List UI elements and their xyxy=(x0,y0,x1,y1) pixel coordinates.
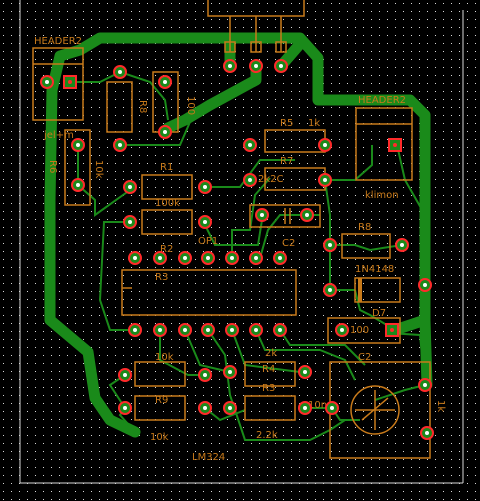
r10-label: R3 xyxy=(262,383,275,394)
pad-hole xyxy=(158,256,162,260)
component-pads xyxy=(40,59,434,440)
pad-hole xyxy=(328,288,332,292)
pad-hole xyxy=(118,143,122,147)
pad-hole xyxy=(248,178,252,182)
pad-hole xyxy=(248,143,252,147)
header-left-label: HEADER2 xyxy=(34,36,82,47)
pad-hole xyxy=(328,243,332,247)
pad-hole xyxy=(423,283,427,287)
op1-label: OP1 xyxy=(198,236,218,247)
pad-hole xyxy=(278,328,282,332)
pad-hole xyxy=(128,185,132,189)
pad-hole xyxy=(425,431,429,435)
pad-hole xyxy=(230,328,234,332)
pad-hole xyxy=(400,243,404,247)
pad-hole xyxy=(254,64,258,68)
pad-hole xyxy=(279,64,283,68)
header-right-label: HEADER2 xyxy=(358,95,406,106)
pad-hole xyxy=(305,213,309,217)
pad-hole xyxy=(254,256,258,260)
header-right-outline xyxy=(355,107,413,181)
pad-hole xyxy=(206,256,210,260)
small-label-4: 10k xyxy=(93,160,104,179)
r5-label: R5 xyxy=(280,118,293,129)
pad-hole xyxy=(203,406,207,410)
jack-right-label: klimon xyxy=(365,190,399,201)
pad-hole xyxy=(423,383,427,387)
res-value: 100 xyxy=(350,325,369,336)
r9-value: 10k xyxy=(155,352,174,363)
r10-value: 2.2k xyxy=(256,430,278,441)
r9-label: R9 xyxy=(155,395,168,406)
r4-value: 2k xyxy=(265,348,277,359)
small-label-1: R8 xyxy=(137,100,148,113)
pad-hole xyxy=(228,64,232,68)
chip-label: LM324 xyxy=(192,452,225,463)
pad-hole xyxy=(133,328,137,332)
pad-hole xyxy=(323,143,327,147)
r8-label: R8 xyxy=(358,222,371,233)
pad-hole xyxy=(203,220,207,224)
pad-hole xyxy=(203,185,207,189)
pad-hole xyxy=(76,143,80,147)
pad-hole xyxy=(206,328,210,332)
pad-hole xyxy=(340,328,344,332)
pad-hole xyxy=(45,80,49,84)
pad-hole xyxy=(390,328,394,332)
pad-hole xyxy=(183,256,187,260)
d1-label: 1N4148 xyxy=(355,264,394,275)
r4-label: R4 xyxy=(262,364,275,375)
r2-label: R2 xyxy=(160,244,173,255)
r7-label: R7 xyxy=(280,156,293,167)
chip-outline xyxy=(121,269,297,316)
pad-hole xyxy=(303,406,307,410)
pad-hole xyxy=(68,80,72,84)
r3-label: R3 xyxy=(155,272,168,283)
r1-label: R1 xyxy=(160,162,173,173)
r5-value: 1k xyxy=(308,118,320,129)
pad-hole xyxy=(278,256,282,260)
pad-hole xyxy=(228,406,232,410)
pad-hole xyxy=(118,70,122,74)
pad-hole xyxy=(260,213,264,217)
pad-hole xyxy=(123,373,127,377)
pad-hole xyxy=(393,143,397,147)
header-left-outline xyxy=(32,47,84,121)
jack-left-label: jel+m xyxy=(43,130,74,141)
pad-hole xyxy=(76,183,80,187)
pad-hole xyxy=(303,370,307,374)
pad-hole xyxy=(230,256,234,260)
silkscreen-outlines xyxy=(32,0,431,459)
r1-value: 100k xyxy=(155,198,180,209)
r7-value: 2k2C xyxy=(258,174,284,185)
c2-label: C2 xyxy=(358,352,371,363)
pad-hole xyxy=(158,328,162,332)
cap-value: 10n xyxy=(308,400,327,411)
pad-hole xyxy=(133,256,137,260)
pad-hole xyxy=(254,328,258,332)
r11-value: 10k xyxy=(150,432,169,443)
pad-hole xyxy=(123,406,127,410)
pad-hole xyxy=(183,328,187,332)
d2-label: D7 xyxy=(372,308,386,319)
pad-hole xyxy=(228,370,232,374)
pad-hole xyxy=(323,178,327,182)
small-label-5: 1k xyxy=(435,400,446,412)
pad-hole xyxy=(203,373,207,377)
board-outline xyxy=(19,0,464,484)
pad-hole xyxy=(163,130,167,134)
small-label-3: R6 xyxy=(47,160,58,173)
small-label-2: 100 xyxy=(185,96,196,115)
pad-hole xyxy=(128,220,132,224)
c1-label: C2 xyxy=(282,238,295,249)
pad-hole xyxy=(330,406,334,410)
pad-hole xyxy=(163,80,167,84)
